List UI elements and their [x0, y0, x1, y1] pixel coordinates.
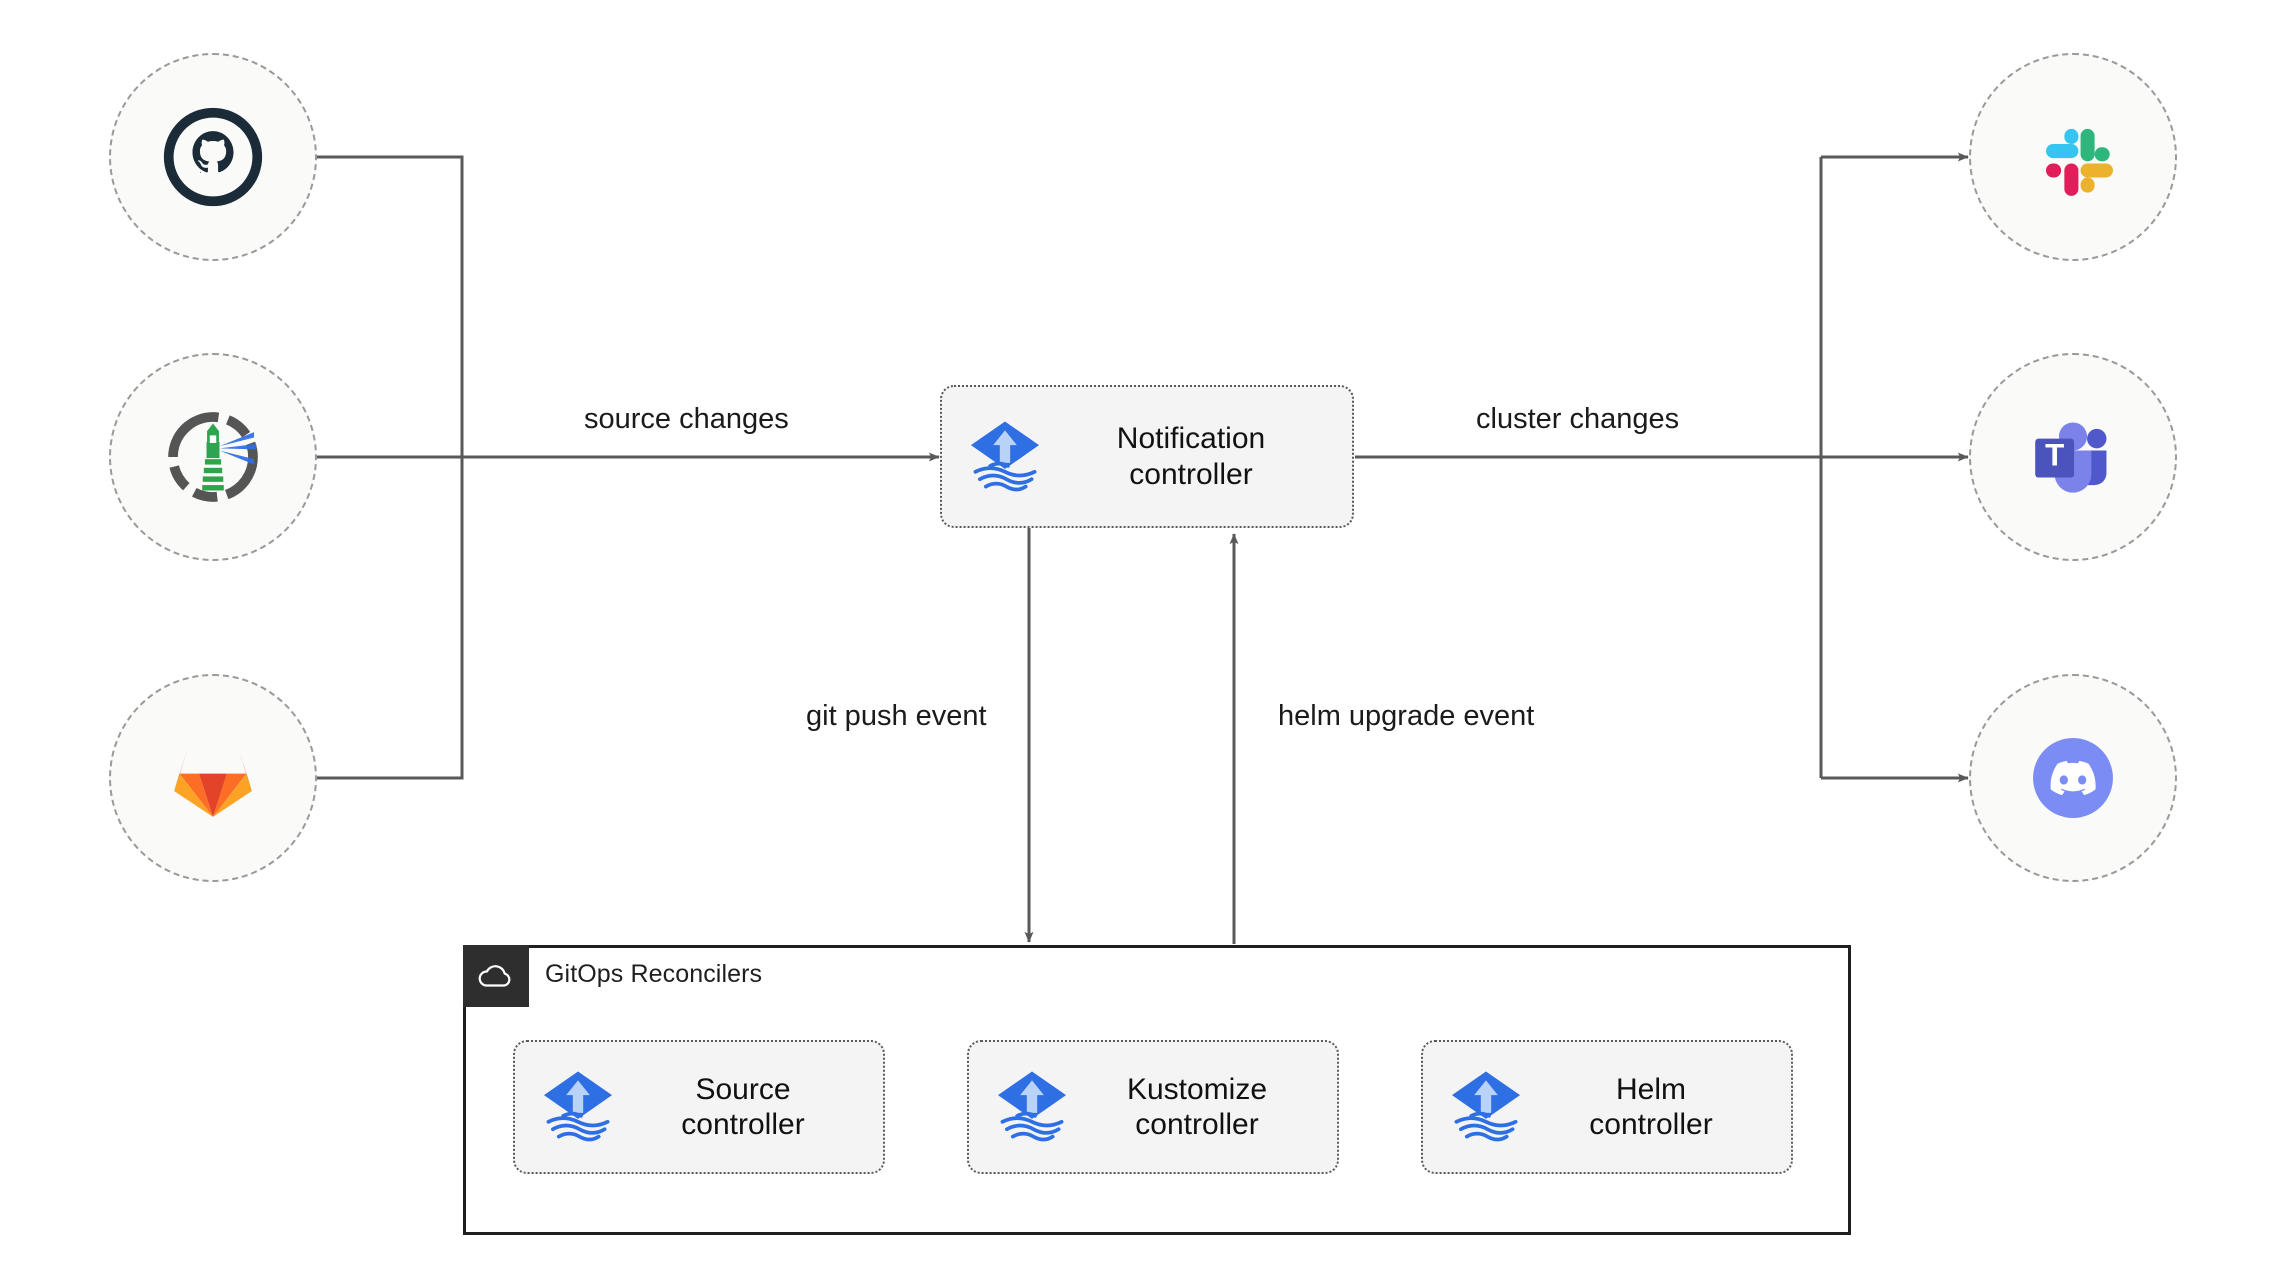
notification-controller-box[interactable]: Notification controller — [940, 385, 1354, 528]
kustomize-controller-box[interactable]: Kustomize controller — [967, 1040, 1339, 1174]
source-node-lighthouse[interactable] — [109, 353, 317, 561]
source-node-gitlab[interactable] — [109, 674, 317, 882]
kustomize-controller-label: Kustomize controller — [1126, 1072, 1268, 1141]
gitlab-icon — [159, 724, 267, 832]
source-controller-label: Source controller — [681, 1072, 805, 1141]
edge-label-cluster-changes: cluster changes — [1476, 403, 1680, 435]
notification-controller-label: Notification controller — [1116, 422, 1266, 491]
edge-label-git-push-event: git push event — [806, 700, 987, 732]
slack-icon — [2019, 103, 2127, 211]
helm-controller-label: Helm controller — [1589, 1072, 1713, 1141]
flux-logo-icon — [968, 418, 1042, 496]
github-icon — [159, 103, 267, 211]
discord-icon — [2019, 724, 2127, 832]
cloud-icon — [463, 945, 529, 1007]
svg-text:T: T — [2045, 438, 2064, 473]
microsoft-teams-icon: T — [2019, 403, 2127, 511]
gitops-reconcilers-title: GitOps Reconcilers — [545, 960, 763, 988]
source-node-github[interactable] — [109, 53, 317, 261]
helm-controller-box[interactable]: Helm controller — [1421, 1040, 1793, 1174]
edge-sources-bus — [317, 155, 464, 780]
flux-logo-icon — [995, 1068, 1069, 1146]
target-node-teams[interactable]: T — [1969, 353, 2177, 561]
lighthouse-icon — [159, 403, 267, 511]
flux-logo-icon — [541, 1068, 615, 1146]
target-node-discord[interactable] — [1969, 674, 2177, 882]
target-node-slack[interactable] — [1969, 53, 2177, 261]
source-controller-box[interactable]: Source controller — [513, 1040, 885, 1174]
flux-logo-icon — [1449, 1068, 1523, 1146]
edge-label-source-changes: source changes — [584, 403, 789, 435]
edge-label-helm-upgrade-event: helm upgrade event — [1278, 700, 1535, 732]
